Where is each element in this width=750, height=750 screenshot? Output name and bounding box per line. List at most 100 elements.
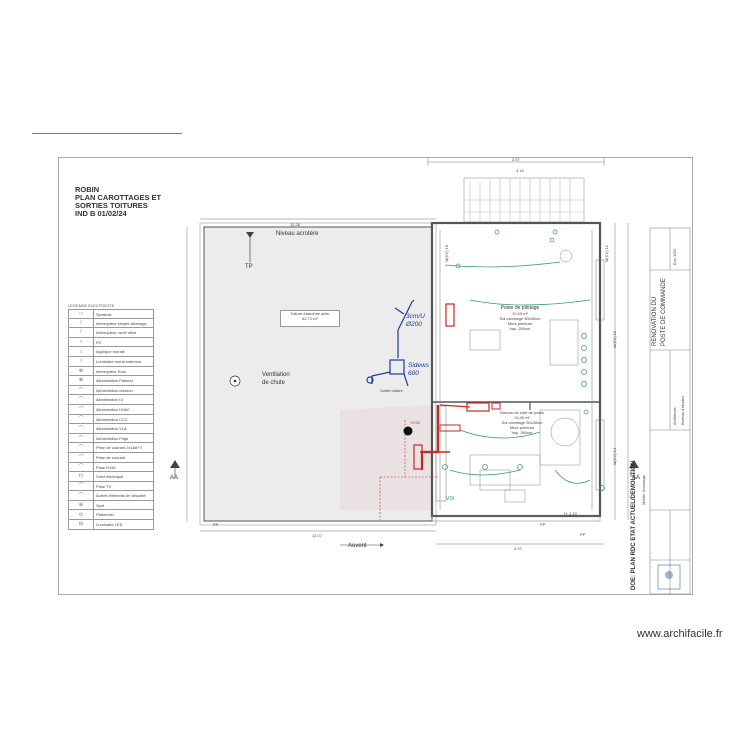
legend-row: ⌒Alimentation Frigo <box>68 433 154 444</box>
legend-symbol-icon: ⌒ <box>69 452 94 462</box>
tp-marker <box>246 232 254 238</box>
legend-symbol-icon: ○ <box>69 356 94 366</box>
aa-marker-left <box>170 460 180 468</box>
legend-symbol-icon: ⊓ <box>69 472 94 481</box>
legend-label: Alimentation HVAC <box>96 406 130 412</box>
legend-label: PC <box>96 339 102 345</box>
legend-symbol-icon: ⊕ <box>69 500 94 510</box>
legend-symbol-icon: ⌒ <box>69 385 94 395</box>
project-title-1: RENOVATION DU <box>652 296 658 346</box>
watermark: www.archifacile.fr <box>637 628 723 640</box>
legend-label: Prise TV <box>96 483 112 489</box>
legend-symbol-icon: ⊗ <box>69 376 94 385</box>
electrical-legend: LEGENDE ELECTRICITE □Symbole⁄Interrupteu… <box>68 303 154 530</box>
aa-right-label: AA <box>632 475 641 481</box>
pp-right-label: PP <box>580 532 586 537</box>
legend-label: Plafonnier <box>96 512 115 518</box>
bureau-room-label: Bureau de chef de poste 10,40 m² Sol car… <box>492 410 552 435</box>
bureau-title: Bureau de chef de poste <box>500 410 544 415</box>
project-title-2: POSTE DE COMMANDE <box>661 278 667 346</box>
title-line-2: PLAN CAROTTAGES ET <box>75 193 162 202</box>
legend-label: Applique murale <box>96 349 125 355</box>
legend-row: ⊕Spot <box>68 500 154 511</box>
electrical-symbols <box>442 229 605 491</box>
legend-label: Alimentation CCC <box>96 416 128 422</box>
pp-left-label: PP <box>213 522 219 527</box>
legend-label: Symbole <box>96 312 112 317</box>
legend-row: ⊗Interrupteur Rolo <box>68 366 154 377</box>
bureau-floor: Sol carrelage 30x30cm <box>501 420 543 425</box>
roof-note-box: Toiture étanchée acier 62,71 m² <box>280 310 340 327</box>
hand-note-size: 3cm/U <box>406 313 425 320</box>
legend-label: Interrupteur va et vient <box>96 330 137 336</box>
legend-row: ⁄Interrupteur va et vient <box>68 328 154 338</box>
legend-label: Volet électrique <box>96 474 124 480</box>
legend-row: ⌒Alimentation VLA <box>68 424 154 434</box>
legend-symbol-icon: ⊟ <box>69 520 94 529</box>
cartouche-frame <box>649 227 691 595</box>
top-rule <box>32 133 182 134</box>
title-line-4: IND B 01/02/24 <box>75 209 127 218</box>
legend-symbol-icon: ⁄ <box>69 318 94 328</box>
legend-row: ○PC <box>68 337 154 348</box>
legend-label: Interrupteur Rolo <box>96 368 127 374</box>
legend-row: ⌒Alimentation HVAC <box>68 404 154 415</box>
poste-height: hsp. 250cm <box>509 326 531 331</box>
legend-row: ⊓Volet électrique <box>68 472 154 482</box>
dim-roof: 12.28 <box>290 222 301 227</box>
legend-symbol-icon: ⌒ <box>69 433 94 443</box>
legend-symbol-icon: ⊙ <box>69 510 94 520</box>
legend-label: Prise de courant 2x16A+T <box>96 445 143 451</box>
legend-label: Alimentation LV <box>96 397 124 403</box>
chute-dot <box>403 426 413 436</box>
mz-label-2: M(CV) 12 <box>604 244 609 262</box>
cartouche-logo <box>657 564 681 590</box>
cartouche-line-4: Ech 1/50 <box>672 249 677 265</box>
legend-symbol-icon: ○ <box>69 337 94 347</box>
aa-left-label: AA <box>170 475 179 481</box>
hand-note-600: 600 <box>408 370 419 377</box>
title-line-3: SORTIES TOITURES <box>75 201 148 210</box>
chute-label: Ventilation de chute <box>262 371 290 387</box>
legend-rows: □Symbole⁄Interrupteur simple allumage⁄In… <box>68 309 154 530</box>
legend-row: □Symbole <box>68 309 154 319</box>
legend-symbol-icon: □ <box>69 310 94 318</box>
legend-row: ⊙Plafonnier <box>68 510 154 521</box>
sheet-frame <box>58 157 693 595</box>
dim-bottom: 12.07 <box>312 533 323 538</box>
poste-title: Poste de pilotage <box>500 305 540 311</box>
legend-header: LEGENDE ELECTRICITE <box>68 303 115 308</box>
red-annotations <box>379 303 501 520</box>
hand-note-sidews: Sidews <box>408 362 429 369</box>
legend-label: Alimentation Frigo <box>96 435 129 441</box>
vdi-label: VDI <box>446 496 455 502</box>
dim-bottom2: 2.07 <box>514 546 522 551</box>
auvent-label: Auvent <box>348 543 367 549</box>
legend-row: ⌒Prise de courant 2x16A+T <box>68 443 154 453</box>
legend-label: Spot <box>96 502 105 508</box>
legend-label: Prise de courant <box>96 454 126 460</box>
elevation-label: +0.00 <box>410 420 421 425</box>
sortie-label: Sortie toiture <box>380 388 403 393</box>
legend-row: ○Applique murale <box>68 347 154 357</box>
legend-row: ⌒Alimentation cuisson <box>68 385 154 396</box>
hauteur-label: H. 2.10 <box>564 511 577 516</box>
legend-symbol-icon: ⌒ <box>69 481 94 491</box>
hand-note-bottom: Sidews 600 <box>408 362 429 378</box>
tp-label: TP <box>245 264 253 270</box>
mz-label-3: M(CV) 15 <box>612 330 617 348</box>
legend-symbol-icon: ⌒ <box>69 491 94 500</box>
bureau-area: 10,40 m² <box>514 415 530 420</box>
plan-title: DOE: PLAN RDC ETAT ACTUEL/DEMOLITION <box>631 460 637 590</box>
legend-row: ⌒Prise RJ45 <box>68 462 154 473</box>
legend-row: ⌒Prise de courant <box>68 452 154 463</box>
dim-top: 3.97 <box>512 157 520 162</box>
legend-symbol-icon: ⌒ <box>69 404 94 414</box>
roof-note: Toiture étanchée acier <box>290 311 330 316</box>
title-line-1: ROBIN <box>75 185 100 194</box>
cartouche-line-1: Maître d'ouvrage <box>641 475 646 505</box>
legend-symbol-icon: ⊗ <box>69 366 94 376</box>
building-walls <box>430 221 605 522</box>
aa-marker-right <box>629 460 639 468</box>
poste-floor: Sol carrelage 30x30cm <box>499 316 541 321</box>
